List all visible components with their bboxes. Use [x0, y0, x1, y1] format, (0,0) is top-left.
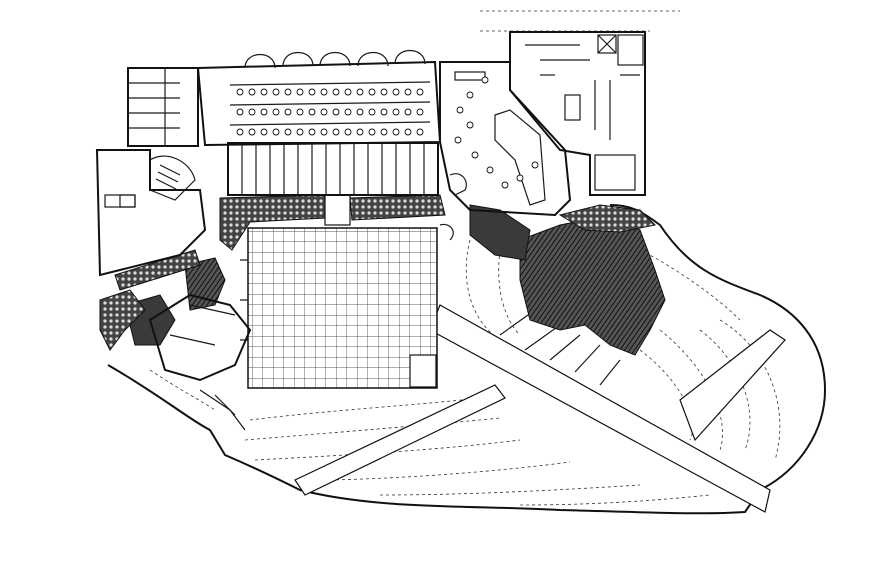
dining-table: [380, 128, 388, 136]
kitchen-block: [509, 31, 646, 196]
dining-table: [320, 108, 328, 116]
left-terrace: [148, 293, 252, 431]
dining-table: [380, 108, 388, 116]
colonnade: [227, 142, 439, 196]
lounge-seat: [456, 106, 464, 114]
lounge-seating: [454, 76, 539, 189]
property-line-marks: [480, 10, 680, 32]
bay-window-arches: [244, 50, 426, 69]
dining-table: [296, 88, 304, 96]
dining-table: [284, 108, 292, 116]
diagonal-walkway: [294, 304, 786, 513]
dining-table: [272, 108, 280, 116]
dining-table: [416, 88, 424, 96]
service-wing: [127, 67, 199, 147]
dining-table: [356, 128, 364, 136]
dining-hall: [196, 50, 442, 147]
west-block: [95, 149, 207, 277]
dining-table: [284, 88, 292, 96]
dining-table: [260, 88, 268, 96]
dining-table: [404, 108, 412, 116]
dining-table: [284, 128, 292, 136]
lounge-seat: [466, 91, 474, 99]
lounge-seat: [471, 151, 479, 159]
dining-table: [248, 128, 256, 136]
dining-table: [236, 128, 244, 136]
dining-table: [356, 108, 364, 116]
dining-table: [272, 128, 280, 136]
dining-tables: [236, 88, 424, 136]
lounge-seat: [531, 161, 539, 169]
dining-table: [404, 88, 412, 96]
lounge-seat: [466, 121, 474, 129]
dining-table: [296, 108, 304, 116]
lounge-seat: [486, 166, 494, 174]
dining-table: [380, 88, 388, 96]
dining-table: [332, 88, 340, 96]
dining-table: [368, 88, 376, 96]
dining-table: [308, 128, 316, 136]
dining-table: [260, 108, 268, 116]
dining-table: [404, 128, 412, 136]
dining-table: [344, 128, 352, 136]
lounge-seat: [501, 181, 509, 189]
dining-table: [344, 108, 352, 116]
lounge-seat: [481, 76, 489, 84]
planting-strip-north: [219, 194, 446, 251]
dining-table: [308, 88, 316, 96]
entry-stair: [439, 173, 467, 241]
lounge-seat: [516, 174, 524, 182]
water-feature-right: [469, 204, 666, 356]
dining-table: [296, 128, 304, 136]
dining-table: [308, 108, 316, 116]
dining-table: [344, 88, 352, 96]
dining-table: [332, 108, 340, 116]
dining-table: [392, 128, 400, 136]
dining-table: [236, 108, 244, 116]
lawn-boundary: [107, 204, 827, 515]
dining-table: [368, 108, 376, 116]
central-plinth: [324, 194, 351, 226]
dining-table: [236, 88, 244, 96]
dining-table: [392, 88, 400, 96]
dining-table: [260, 128, 268, 136]
paved-plaza: [240, 227, 438, 389]
dining-table: [368, 128, 376, 136]
dining-table: [356, 88, 364, 96]
dining-table: [416, 128, 424, 136]
dining-table: [416, 108, 424, 116]
dining-table: [248, 108, 256, 116]
dining-table: [320, 128, 328, 136]
dining-table: [272, 88, 280, 96]
dining-table: [332, 128, 340, 136]
dining-table: [248, 88, 256, 96]
dining-table: [392, 108, 400, 116]
dining-table: [320, 88, 328, 96]
lounge-seat: [454, 136, 462, 144]
plaza-corner-pad: [409, 354, 437, 388]
